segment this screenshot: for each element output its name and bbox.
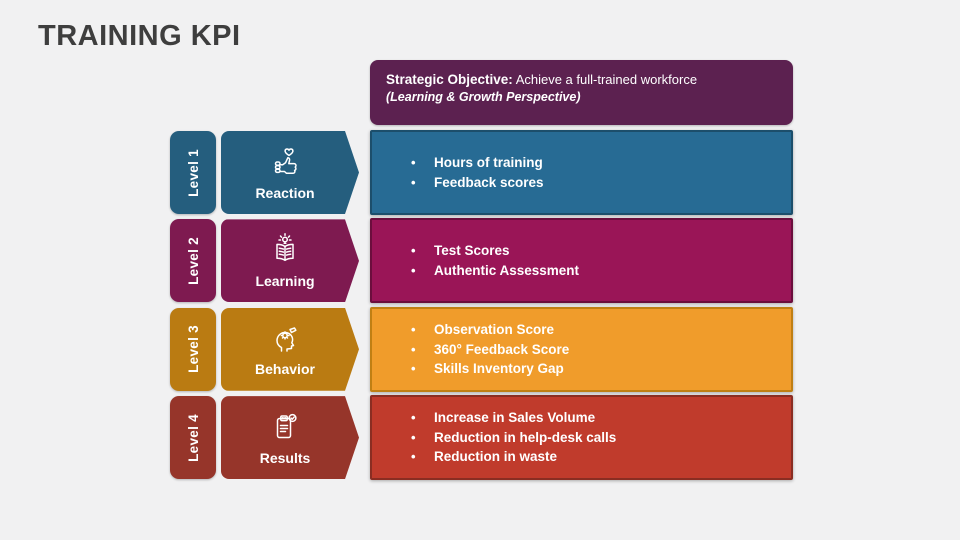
- level-row-behavior: Level 3 Behavior Observation Score 360° …: [0, 306, 960, 392]
- bullet-list: Test Scores Authentic Assessment: [372, 241, 791, 280]
- page-title: TRAINING KPI: [38, 20, 241, 52]
- bullet-item: Observation Score: [408, 320, 781, 340]
- level-tab-label: Level 2: [185, 236, 201, 285]
- bullet-list: Increase in Sales Volume Reduction in he…: [372, 408, 791, 467]
- level-row-results: Level 4 Results: [0, 395, 960, 481]
- bullet-item: Reduction in help-desk calls: [408, 428, 781, 448]
- level-tab: Level 4: [170, 396, 216, 480]
- objective-text: Achieve a full-trained workforce: [512, 72, 698, 87]
- bullet-item: Feedback scores: [408, 173, 781, 193]
- kpi-content-box: Hours of training Feedback scores: [370, 130, 793, 215]
- level-name: Reaction: [255, 184, 315, 201]
- level-row-learning: Level 2 Learning Test Scores A: [0, 218, 960, 304]
- bullet-item: Test Scores: [408, 241, 781, 261]
- level-arrow: Learning: [221, 219, 359, 302]
- objective-label: Strategic Objective:: [386, 72, 513, 87]
- level-tab: Level 3: [170, 307, 216, 391]
- level-arrow: Results: [221, 396, 359, 479]
- bullet-list: Hours of training Feedback scores: [372, 153, 791, 192]
- level-name: Results: [259, 449, 311, 466]
- bullet-item: Hours of training: [408, 153, 781, 173]
- objective-line1: Strategic Objective: Achieve a full-trai…: [386, 71, 777, 89]
- level-tab: Level 1: [170, 131, 216, 214]
- level-tab: Level 2: [170, 219, 216, 303]
- kpi-rows: Level 1 Reaction Hours of training: [0, 130, 960, 481]
- objective-box: Strategic Objective: Achieve a full-trai…: [370, 60, 793, 125]
- bullet-item: Authentic Assessment: [408, 261, 781, 281]
- bullet-item: 360° Feedback Score: [408, 340, 781, 360]
- head-gears-icon: [267, 321, 303, 357]
- kpi-content-box: Increase in Sales Volume Reduction in he…: [370, 395, 793, 481]
- bullet-item: Reduction in waste: [408, 447, 781, 467]
- objective-line2: (Learning & Growth Perspective): [386, 90, 581, 104]
- level-row-reaction: Level 1 Reaction Hours of training: [0, 130, 960, 215]
- level-tab-label: Level 1: [185, 148, 201, 197]
- clipboard-check-icon: [267, 410, 303, 446]
- level-tab-label: Level 3: [185, 325, 201, 374]
- kpi-content-box: Observation Score 360° Feedback Score Sk…: [370, 306, 793, 392]
- level-arrow: Behavior: [221, 308, 359, 391]
- open-book-bulb-icon: [267, 233, 303, 269]
- kpi-content-box: Test Scores Authentic Assessment: [370, 218, 793, 304]
- bullet-item: Increase in Sales Volume: [408, 408, 781, 428]
- bullet-list: Observation Score 360° Feedback Score Sk…: [372, 320, 791, 379]
- level-name: Learning: [255, 272, 315, 289]
- level-name: Behavior: [255, 361, 315, 378]
- bullet-item: Skills Inventory Gap: [408, 359, 781, 379]
- thumbs-up-heart-icon: [267, 145, 303, 181]
- level-arrow: Reaction: [221, 131, 359, 214]
- level-tab-label: Level 4: [185, 413, 201, 462]
